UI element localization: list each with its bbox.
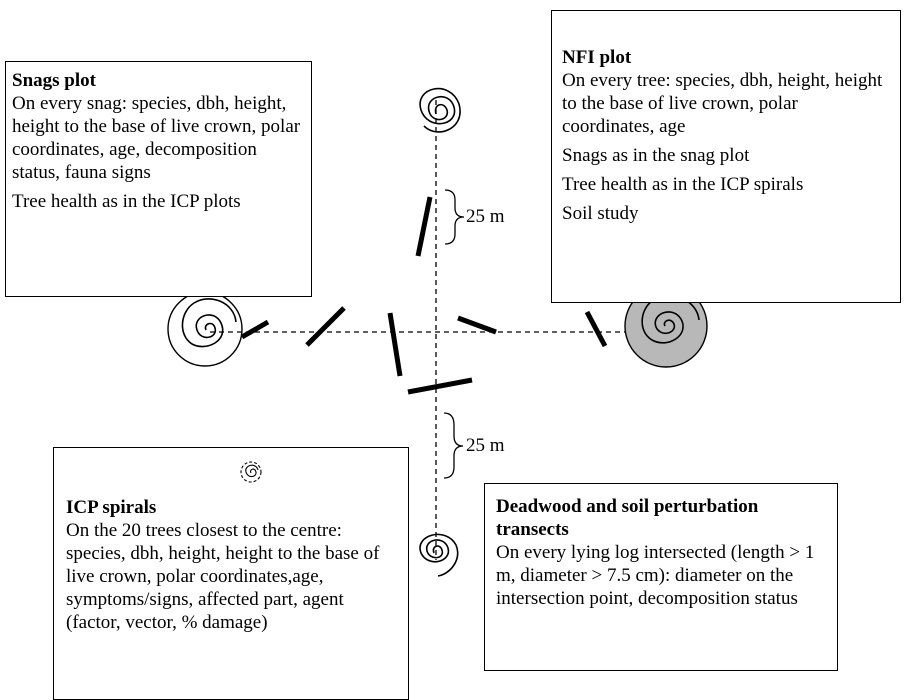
log-marks [240, 196, 608, 395]
icp-spirals-title: ICP spirals [66, 497, 157, 518]
log-mark [415, 196, 433, 257]
log-mark [457, 315, 497, 335]
east-plot-spiral [624, 284, 708, 368]
log-mark [407, 377, 473, 395]
snags-plot-health: Tree health as in the ICP plots [12, 191, 241, 212]
west-plot-spiral [167, 291, 243, 367]
south-plot-spiral [419, 533, 459, 577]
deadwood-transects-box: Deadwood and soil perturbation transects… [484, 483, 838, 671]
lower-dimension-brace [443, 412, 464, 479]
nfi-plot-measurements: On every tree: species, dbh, height, hei… [562, 70, 883, 137]
upper-dimension-brace [444, 189, 465, 245]
icp-spiral-icon [240, 461, 262, 483]
lower-distance-label: 25 m [466, 435, 505, 456]
nfi-plot-title: NFI plot [562, 47, 632, 68]
transect-lines [210, 100, 655, 560]
nfi-plot-box: NFI plot On every tree: species, dbh, he… [551, 10, 901, 303]
snags-plot-measurements: On every snag: species, dbh, height, hei… [12, 93, 301, 183]
icp-spirals-box: ICP spirals On the 20 trees closest to t… [53, 447, 409, 700]
log-mark [240, 319, 270, 340]
upper-distance-label: 25 m [466, 206, 505, 227]
snags-plot-title: Snags plot [12, 70, 96, 91]
log-mark [387, 312, 403, 377]
log-mark [305, 306, 346, 347]
snags-plot-box: Snags plot On every snag: species, dbh, … [5, 61, 312, 297]
deadwood-transects-title: Deadwood and soil perturbation transects [496, 496, 759, 540]
log-mark [584, 310, 608, 348]
nfi-plot-snags: Snags as in the snag plot [562, 145, 750, 166]
nfi-plot-health: Tree health as in the ICP spirals [562, 174, 804, 195]
deadwood-transects-measurements: On every lying log intersected (length >… [496, 542, 815, 609]
nfi-plot-soil: Soil study [562, 203, 639, 224]
plot-spirals [167, 87, 708, 577]
north-plot-spiral [419, 87, 461, 133]
icp-spirals-measurements: On the 20 trees closest to the centre: s… [66, 520, 380, 633]
